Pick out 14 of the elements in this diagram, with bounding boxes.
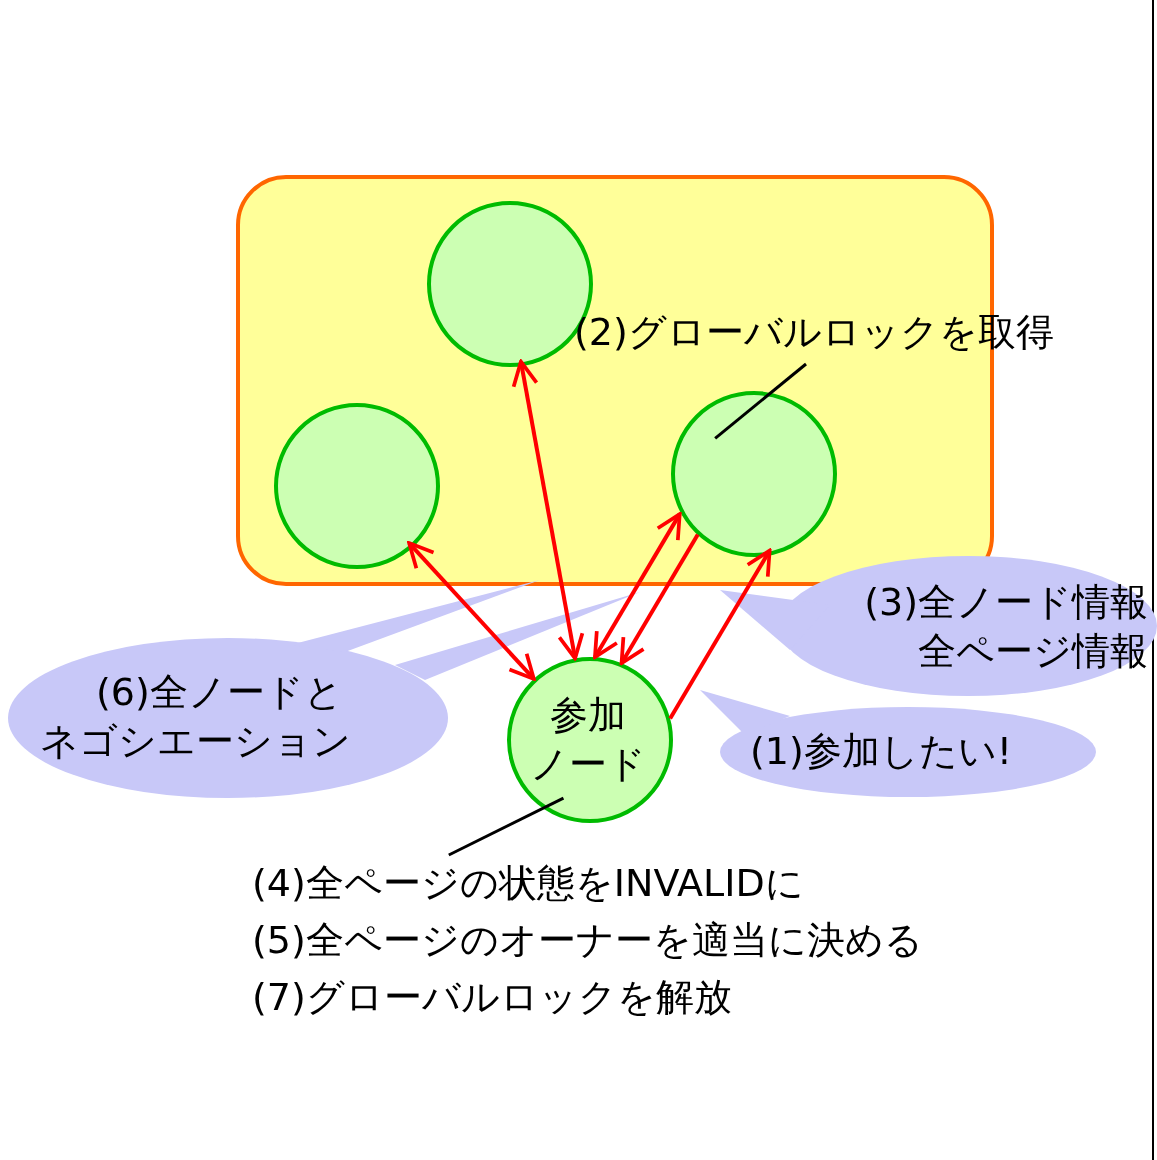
arrow — [511, 359, 585, 661]
annotation-text: (5)全ページのオーナーを適当に決める — [252, 917, 924, 964]
bubble-text: (3)全ノード情報全ページ情報 — [863, 579, 1148, 676]
bubble-text: (6)全ノードとネゴシエーション — [40, 669, 352, 766]
leader-line — [448, 796, 565, 857]
leader-line — [714, 362, 807, 440]
node-label: 参加ノード — [530, 691, 647, 788]
arrow — [619, 533, 700, 666]
arrow — [407, 541, 536, 681]
annotation-text: (7)グローバルロックを解放 — [252, 974, 733, 1021]
arrow — [593, 512, 682, 659]
arrow — [668, 548, 772, 720]
bubble-text: (1)参加したい! — [750, 728, 1014, 775]
annotation-text: (4)全ページの状態をINVALIDに — [252, 860, 805, 907]
